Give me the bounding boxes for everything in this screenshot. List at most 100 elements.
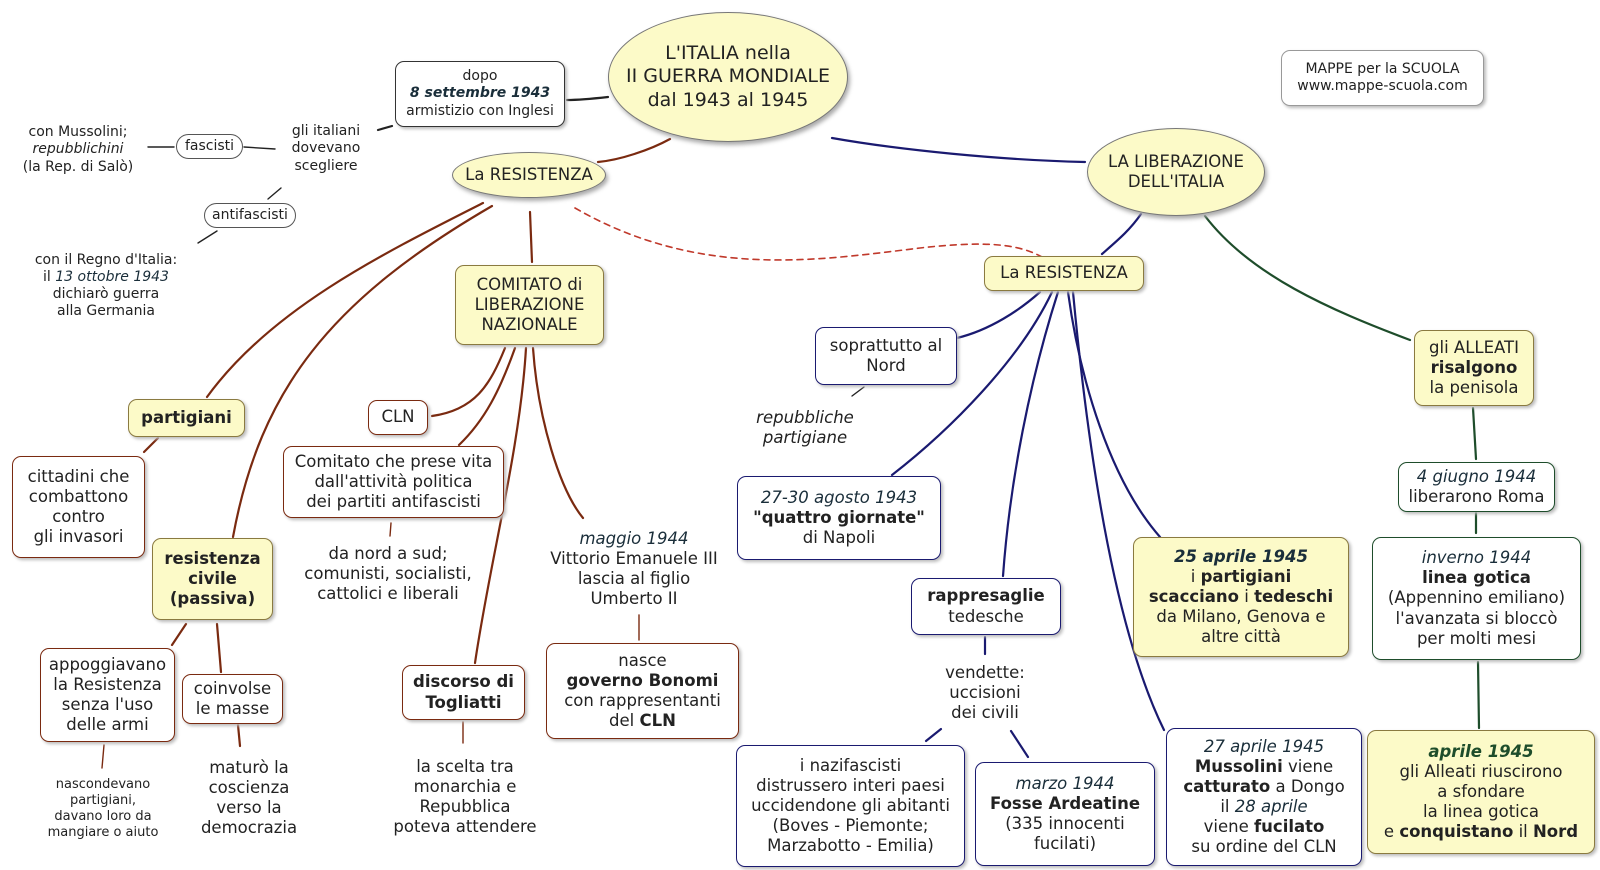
roma-line-2: liberarono Roma [1408, 487, 1545, 506]
brand-box: MAPPE per la SCUOLA www.mappe-scuola.com [1281, 50, 1484, 106]
comitato-line-2: dall'attività politica [314, 471, 473, 491]
brand-line-1: MAPPE per la SCUOLA [1305, 60, 1460, 77]
maggio-line-3: lascia al figlio [577, 569, 691, 588]
link-nord-repubbliche [851, 386, 865, 397]
vendette-line-1: vendette: [945, 662, 1025, 682]
regno-node: con il Regno d'Italia: il 13 ottobre 194… [20, 250, 192, 322]
link-resistenza-rappresaglie [1001, 290, 1060, 578]
link-gotica-aprile45 [1476, 660, 1481, 730]
ardeatine-line-4: fucilati) [1033, 834, 1097, 854]
aprile25-line-2b: partigiani [1200, 566, 1292, 586]
link-resistenza-napoli [890, 290, 1054, 477]
comitato-line-1: Comitato che prese vita [294, 451, 493, 471]
link-title-liberazione [830, 136, 1087, 164]
nazifascisti-line-3: uccidendone gli abitanti [751, 795, 950, 815]
bonomi-line-4b: CLN [639, 711, 676, 731]
aprile25-line-3: scacciano i tedeschi [1149, 587, 1333, 607]
aprile25-node: 25 aprile 1945 i partigiani scacciano i … [1133, 537, 1349, 657]
aprile25-line-3a: scacciano [1148, 586, 1239, 606]
togliatti-line-2: Togliatti [425, 692, 502, 712]
appoggiavano-line-3: senza l'uso [61, 695, 154, 714]
nordsud-line-2: comunisti, socialisti, [304, 563, 472, 583]
roma-node: 4 giugno 1944 liberarono Roma [1398, 462, 1555, 512]
armistice-date: 8 settembre 1943 [409, 85, 551, 102]
armistice-line-1: dopo [462, 68, 498, 85]
aprile45-line-5: e conquistano il Nord [1384, 822, 1578, 842]
appoggiavano-line-1: appoggiavano [48, 654, 167, 674]
alleati-node: gli ALLEATI risalgono la penisola [1414, 330, 1534, 406]
alleati-line-3: la penisola [1429, 378, 1519, 398]
repubbliche-node: repubbliche partigiane [745, 406, 865, 450]
nordsud-line-3: cattolici e liberali [317, 584, 459, 604]
link-cln-clnbox [430, 346, 507, 418]
aprile45-line-5c: il [1513, 822, 1533, 842]
repubbliche-line-2: partigiane [762, 428, 848, 447]
aprile45-line-4: la linea gotica [1423, 802, 1539, 822]
bonomi-line-4a: del [609, 711, 640, 731]
regno-line-2a: il [43, 268, 56, 285]
roma-date: 4 giugno 1944 [1416, 466, 1537, 486]
aprile27-line-4b: 28 aprile [1234, 797, 1308, 816]
cittadini-line-3: contro [52, 507, 105, 526]
comitato-node: Comitato che prese vita dall'attività po… [283, 446, 504, 518]
aprile27-line-4: il 28 aprile [1220, 797, 1307, 817]
vendette-line-3: dei civili [951, 703, 1019, 723]
aprile27-line-6: su ordine del CLN [1191, 837, 1337, 857]
alleati-line-2: risalgono [1430, 357, 1518, 377]
maturo-line-2: coscienza [208, 777, 290, 797]
link-cln-comitato [457, 346, 517, 447]
napoli-date: 27-30 agosto 1943 [760, 487, 918, 507]
liberazione-line-2: DELL'ITALIA [1127, 172, 1225, 191]
gotica-line-3: (Appennino emiliano) [1387, 588, 1566, 608]
comitato-line-3: dei partiti antifascisti [306, 492, 481, 512]
aprile27-line-2: Mussolini viene [1195, 757, 1333, 777]
link-liberazione-alleati [1203, 214, 1412, 342]
link-fascisti-scegliere [243, 146, 276, 150]
link-comitato-nordsud [389, 522, 392, 537]
vendette-line-2: uccisioni [949, 682, 1021, 702]
aprile45-line-3: a sfondare [1437, 781, 1525, 801]
napoli-node: 27-30 agosto 1943 "quattro giornate" di … [737, 476, 941, 560]
aprile27-line-3a: catturato [1183, 776, 1271, 796]
nazifascisti-line-1: i nazifascisti [799, 755, 902, 775]
link-partigiani-cittadini [142, 436, 160, 454]
aprile27-line-2a: Mussolini [1194, 756, 1283, 776]
link-resistenza-cln [528, 210, 534, 264]
title-line-2: II GUERRA MONDIALE [626, 65, 830, 88]
aprile27-line-3: catturato a Dongo [1183, 777, 1344, 797]
link-civile-appoggiavano [170, 622, 188, 647]
choice-line-3: scegliere [294, 157, 358, 174]
scelta-line-2: monarchia e [413, 776, 517, 796]
mussolini-node: con Mussolini; repubblichini (la Rep. di… [8, 122, 148, 178]
coinvolse-line-1: coinvolse [193, 678, 272, 698]
liberazione-line-1: LA LIBERAZIONE [1108, 151, 1244, 171]
aprile25-line-3b: i [1239, 586, 1255, 606]
aprile27-node: 27 aprile 1945 Mussolini viene catturato… [1166, 728, 1362, 866]
link-vendette-ardeatine [1009, 729, 1030, 759]
choice-line-1: gli italiani [291, 123, 361, 140]
title-node: L'ITALIA nella II GUERRA MONDIALE dal 19… [608, 12, 848, 142]
nordsud-line-1: da nord a sud; [328, 543, 448, 563]
cittadini-line-1: cittadini che [27, 466, 130, 486]
antifascisti-node: antifascisti [204, 203, 296, 228]
coinvolse-line-2: le masse [195, 699, 270, 718]
mussolini-line-3: (la Rep. di Salò) [22, 158, 134, 175]
ardeatine-node: marzo 1944 Fosse Ardeatine (335 innocent… [975, 762, 1155, 866]
link-resistenza-partigiani [205, 201, 485, 399]
nazifascisti-line-2: distrussero interi paesi [756, 775, 945, 795]
cittadini-node: cittadini che combattono contro gli inva… [12, 456, 145, 558]
napoli-line-2: "quattro giornate" [753, 507, 925, 527]
bonomi-line-3: con rappresentanti [564, 691, 721, 710]
nascondevano-line-3: davano loro da [54, 809, 152, 824]
civile-line-2: civile [188, 568, 237, 588]
link-resistenza-civile [231, 204, 494, 539]
maturo-line-3: verso la [216, 798, 282, 817]
link-dopo-scegliere [376, 124, 394, 132]
maggio-node: maggio 1944 Vittorio Emanuele III lascia… [534, 525, 734, 613]
aprile25-line-2: i partigiani [1191, 567, 1291, 587]
togliatti-node: discorso di Togliatti [402, 665, 525, 720]
resistenza-left-node: La RESISTENZA [452, 152, 606, 198]
choice-line-2: dovevano [291, 140, 361, 157]
cittadini-line-2: combattono [28, 486, 129, 506]
nord-line-2: Nord [866, 356, 906, 375]
